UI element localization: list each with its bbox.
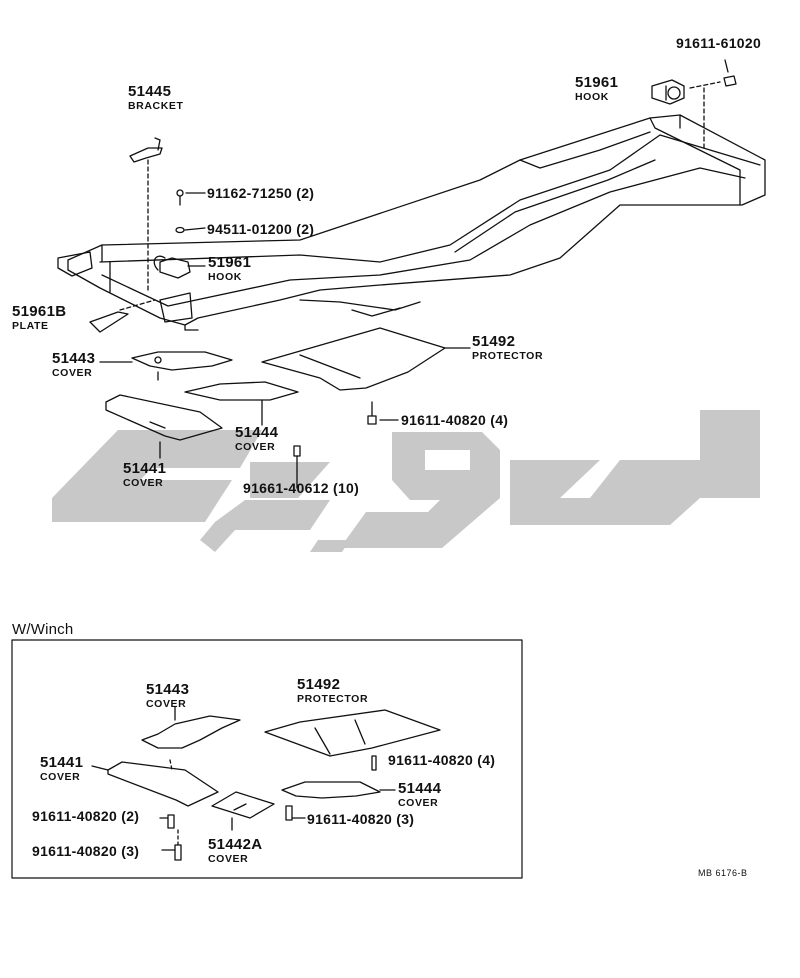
part-name: BRACKET (128, 100, 184, 112)
chassis-frame (57, 114, 766, 331)
callout-bolt-91611-61020: 91611-61020 (676, 35, 761, 53)
winch-section-title: W/Winch (12, 621, 74, 638)
bolt-91661-40612 (293, 445, 301, 489)
winch-callout-bolt-b: 91611-40820 (2) (32, 808, 140, 824)
part-number: 51961 (575, 74, 619, 91)
callout-bolt-91661-40612: 91661-40612 (10) (243, 480, 360, 496)
part-name: COVER (235, 441, 276, 453)
part-number: 51445 (128, 83, 172, 100)
protector-51492 (261, 327, 471, 391)
watermark-logo (52, 410, 760, 552)
part-number: 51961B (12, 303, 67, 320)
winch-cover-51441 (91, 761, 219, 807)
callout-bolt-91611-40820: 91611-40820 (4) (401, 412, 509, 428)
part-number: 51492 (472, 333, 516, 350)
cover-51444 (184, 381, 299, 426)
part-number: 51444 (398, 780, 442, 797)
part-number: 51441 (40, 754, 84, 771)
part-number: 51441 (123, 460, 167, 477)
callout-washer-94511: 94511-01200 (2) (207, 221, 315, 237)
bolt-91611-40820 (367, 401, 399, 425)
part-name: HOOK (575, 91, 609, 103)
callout-hook-top: 51961 HOOK (575, 74, 618, 103)
part-name: PROTECTOR (472, 350, 544, 362)
part-number: 51961 (208, 254, 252, 271)
hook-mid (153, 255, 206, 279)
callout-cover-51443: 51443 COVER (52, 350, 95, 379)
part-number: 51443 (146, 681, 190, 698)
part-name: COVER (40, 771, 81, 783)
winch-callout-cover-51442a: 51442A COVER (208, 836, 262, 865)
hook-top-right (651, 59, 737, 151)
winch-cover-51442a (211, 791, 275, 831)
cover-51441 (105, 394, 223, 459)
winch-callout-cover-51443: 51443 COVER (146, 681, 189, 710)
callout-bracket: 51445 BRACKET (128, 83, 184, 112)
callout-cover-51444: 51444 COVER (235, 424, 278, 453)
winch-cover-51444 (281, 781, 396, 799)
part-name: COVER (52, 367, 93, 379)
winch-callout-bolt-a: 91611-40820 (4) (388, 752, 496, 768)
winch-callout-cover-51444: 51444 COVER (398, 780, 441, 809)
winch-cover-51443 (141, 706, 241, 771)
callout-hook-mid: 51961 HOOK (208, 254, 251, 283)
part-name: COVER (146, 698, 187, 710)
part-name: COVER (123, 477, 164, 489)
callout-cover-51441: 51441 COVER (123, 460, 166, 489)
winch-callout-bolt-d: 91611-40820 (3) (32, 843, 140, 859)
winch-callout-bolt-c: 91611-40820 (3) (307, 811, 415, 827)
part-number: 51443 (52, 350, 96, 367)
part-number: 51492 (297, 676, 341, 693)
part-number: 51444 (235, 424, 279, 441)
winch-callout-protector: 51492 PROTECTOR (297, 676, 368, 705)
part-name: COVER (208, 853, 249, 865)
winch-bolts (159, 755, 377, 861)
part-name: HOOK (208, 271, 242, 283)
winch-callout-cover-51441: 51441 COVER (40, 754, 83, 783)
part-name: COVER (398, 797, 439, 809)
drawing-reference: MB 6176-B (698, 868, 748, 878)
callout-bolt-91162: 91162-71250 (2) (207, 185, 315, 201)
part-name: PLATE (12, 320, 49, 332)
washer-94511 (175, 226, 206, 234)
bolt-91162 (176, 189, 206, 206)
part-name: PROTECTOR (297, 693, 369, 705)
part-number: 51442A (208, 836, 263, 853)
cover-51443 (99, 351, 233, 381)
bracket-51445 (129, 137, 163, 291)
winch-protector-51492 (264, 709, 441, 757)
winch-box (11, 639, 523, 879)
callout-plate: 51961B PLATE (12, 303, 66, 332)
plate-51961b (89, 299, 156, 333)
callout-protector: 51492 PROTECTOR (472, 333, 543, 362)
part-number: 91611-61020 (676, 35, 762, 51)
